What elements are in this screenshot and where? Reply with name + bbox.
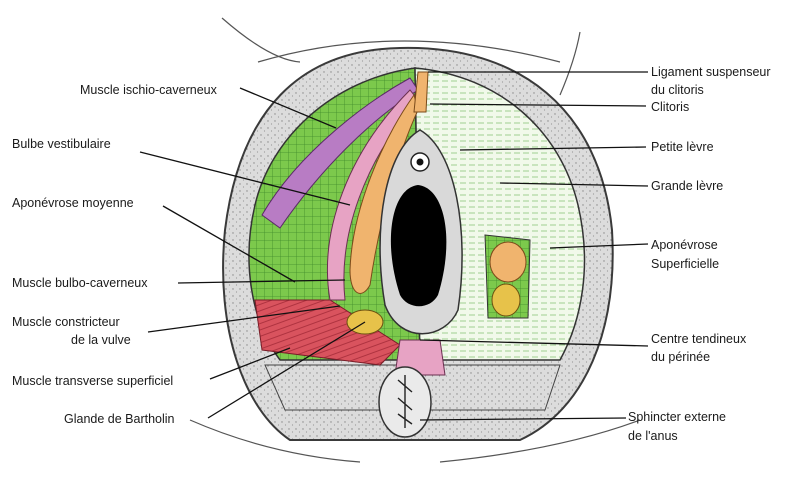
vaginal-opening bbox=[391, 185, 446, 306]
label-constricteur-1: Muscle constricteur bbox=[12, 315, 120, 329]
label-ligament-1: Ligament suspenseur bbox=[651, 65, 771, 79]
label-clitoris: Clitoris bbox=[651, 100, 689, 114]
labels-right: Ligament suspenseur du clitoris Clitoris… bbox=[628, 65, 771, 443]
label-ischio-caverneux: Muscle ischio-caverneux bbox=[80, 83, 218, 97]
label-petite-levre: Petite lèvre bbox=[651, 140, 714, 154]
right-gland-shape bbox=[492, 284, 520, 316]
label-grande-levre: Grande lèvre bbox=[651, 179, 723, 193]
label-glande-bartholin: Glande de Bartholin bbox=[64, 412, 175, 426]
label-sphincter-1: Sphincter externe bbox=[628, 410, 726, 424]
label-centre-tendineux-2: du périnée bbox=[651, 350, 710, 364]
label-bulbe-vestibulaire: Bulbe vestibulaire bbox=[12, 137, 111, 151]
label-bulbo-caverneux: Muscle bulbo-caverneux bbox=[12, 276, 148, 290]
label-aponevrose-moyenne: Aponévrose moyenne bbox=[12, 196, 134, 210]
right-bulb-shape bbox=[490, 242, 526, 282]
label-constricteur-2: de la vulve bbox=[71, 333, 131, 347]
label-transverse-superficiel: Muscle transverse superficiel bbox=[12, 374, 173, 388]
label-sphincter-2: de l'anus bbox=[628, 429, 678, 443]
label-aponevrose-sup-2: Superficielle bbox=[651, 257, 719, 271]
labels-left: Muscle ischio-caverneux Bulbe vestibulai… bbox=[12, 83, 218, 426]
label-aponevrose-sup-1: Aponévrose bbox=[651, 238, 718, 252]
label-centre-tendineux-1: Centre tendineux bbox=[651, 332, 747, 346]
label-ligament-2: du clitoris bbox=[651, 83, 704, 97]
